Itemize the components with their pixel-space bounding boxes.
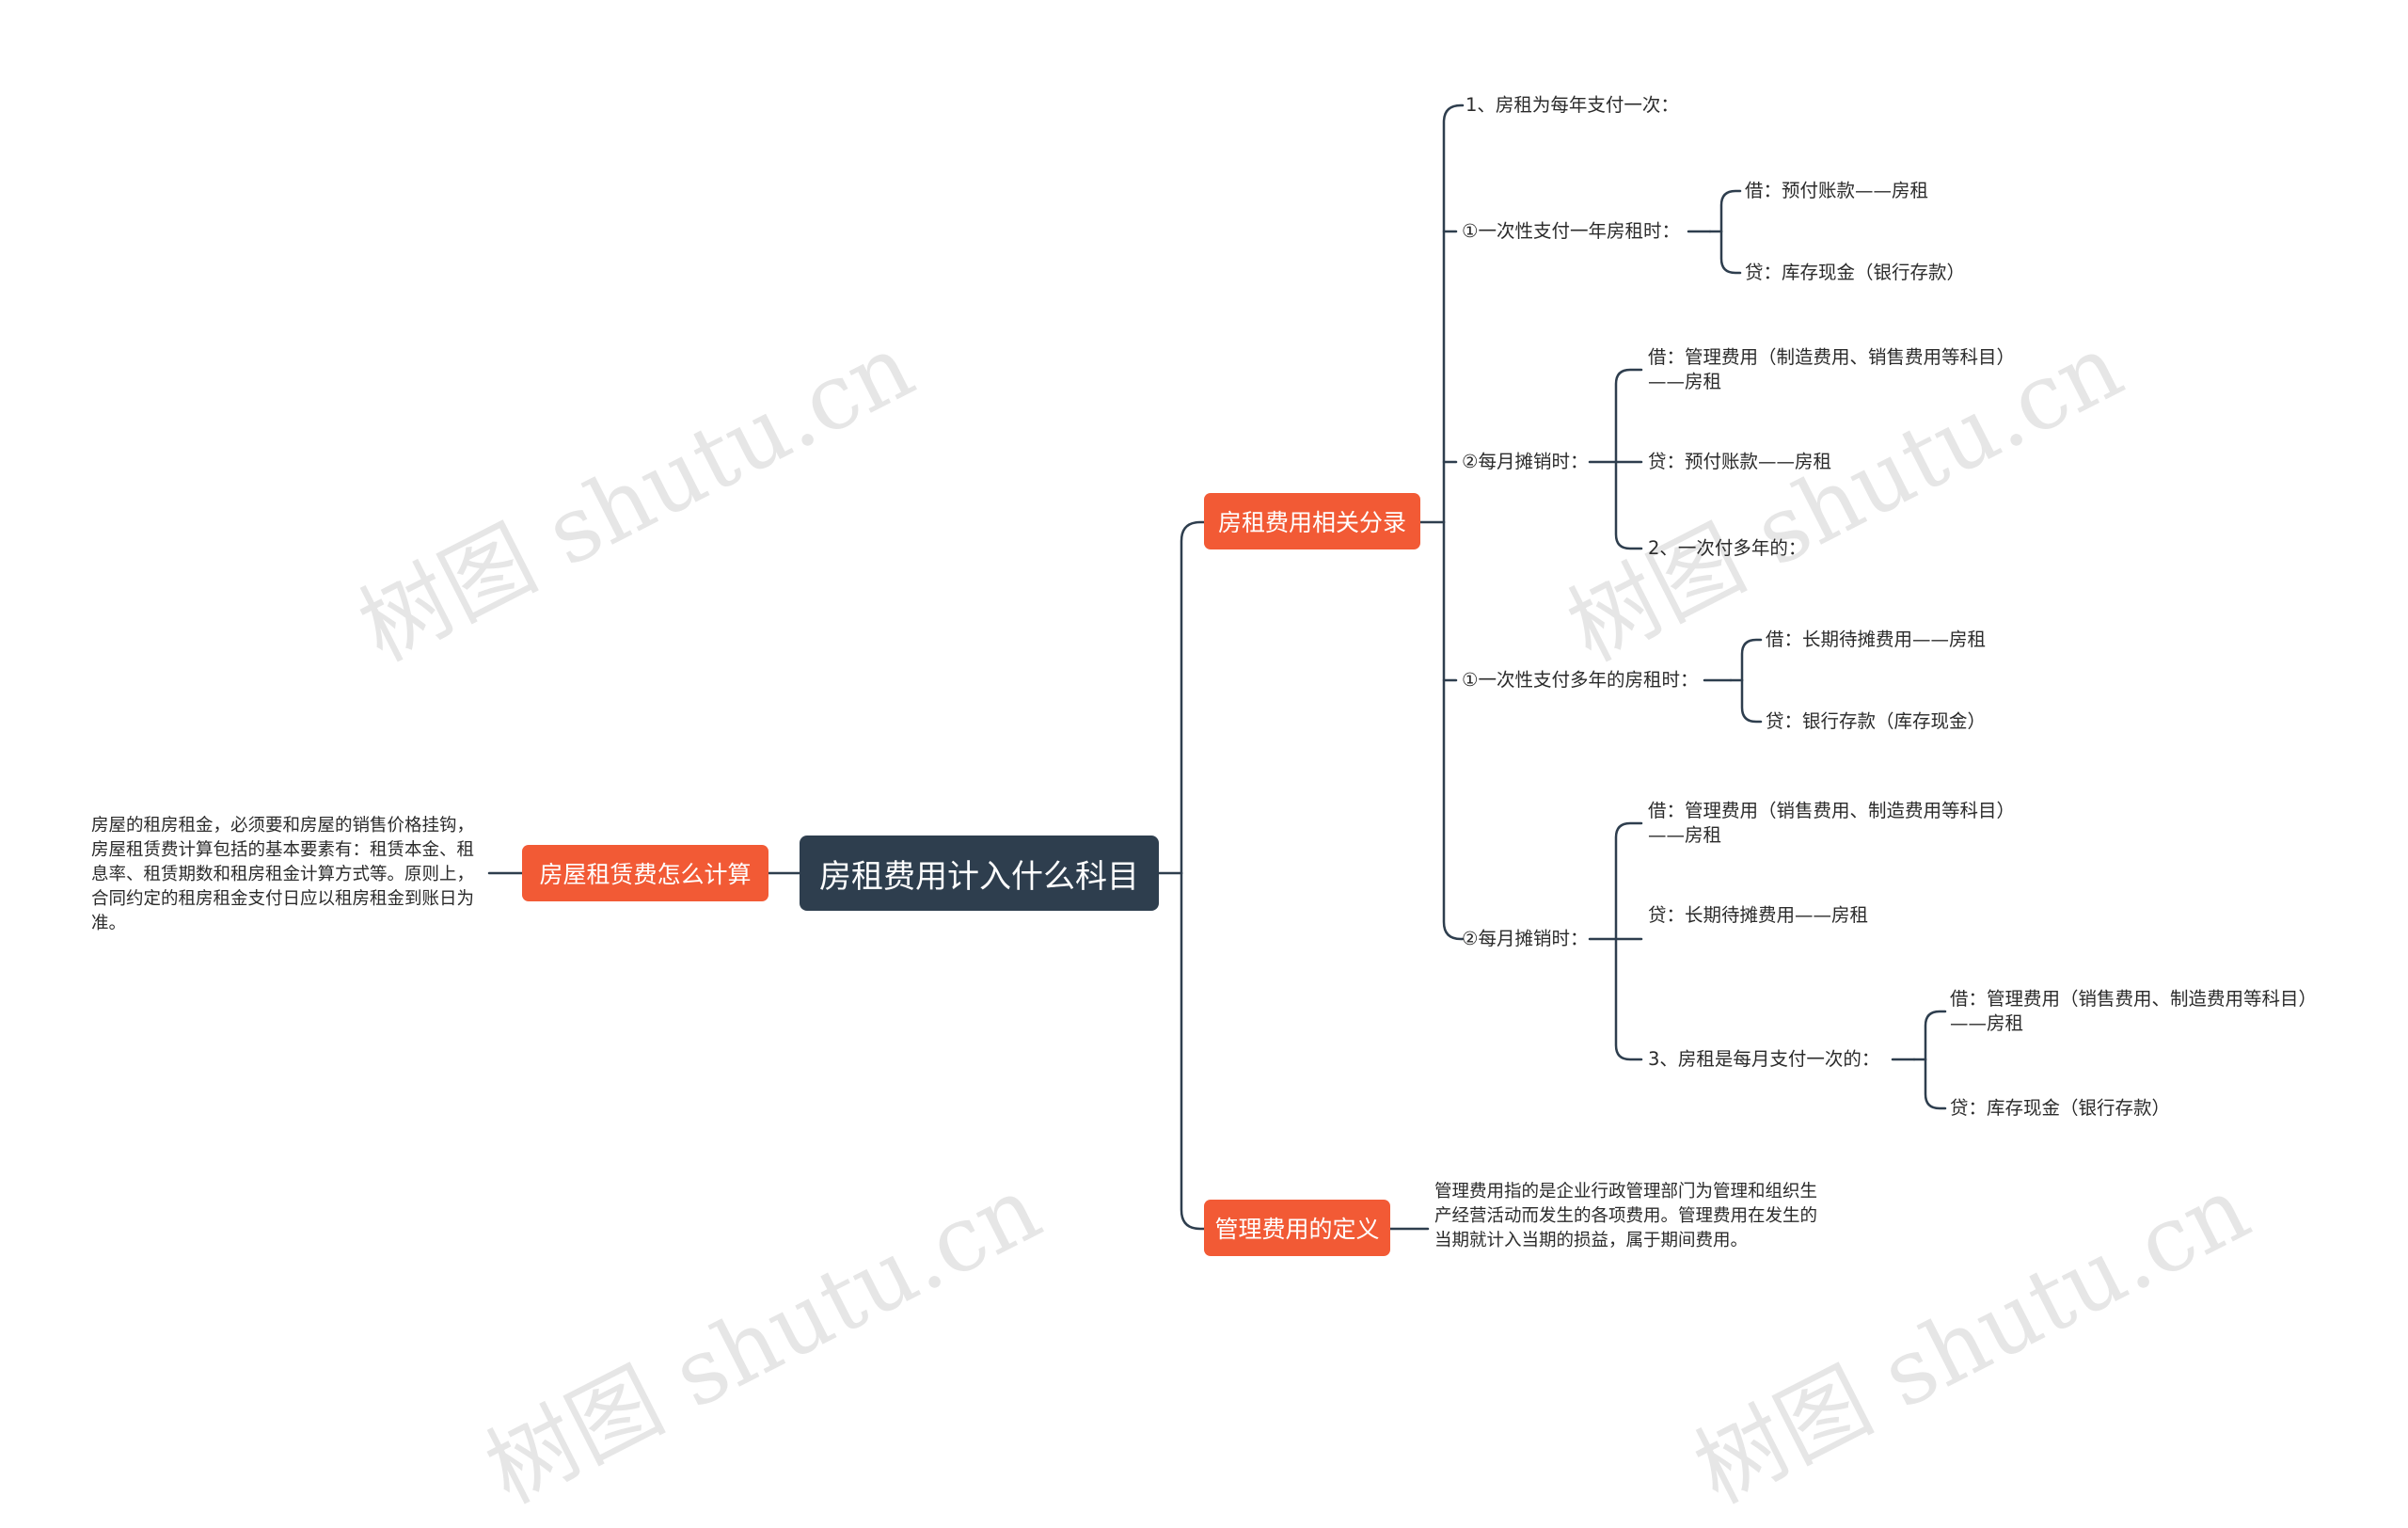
leaf-credit-long-term[interactable]: 贷：长期待摊费用——房租 [1648,904,1869,926]
leaf-debit-management-fee-3[interactable]: 借：管理费用（销售费用、制造费用等科目） ——房租 [1950,987,2317,1036]
leaf-line: 借：管理费用（销售费用、制造费用等科目） [1648,800,2016,821]
central-topic[interactable]: 房租费用计入什么科目 [800,836,1159,911]
note-management-fee-definition: 管理费用指的是企业行政管理部门为管理和组织生产经营活动而发生的各项费用。管理费用… [1434,1182,1818,1250]
topic-rent-calculation[interactable]: 房屋租赁费怎么计算 [522,845,768,901]
leaf-line: ——房租 [1648,824,1722,846]
leaf-monthly-payment[interactable]: 3、房租是每月支付一次的： [1648,1048,1880,1070]
leaf-line: 借：管理费用（销售费用、制造费用等科目） [1950,988,2318,1010]
leaf-debit-management-fee[interactable]: 借：管理费用（制造费用、销售费用等科目） ——房租 [1648,345,2015,394]
leaf-line: 借：管理费用（制造费用、销售费用等科目） [1648,346,2016,368]
leaf-monthly-amortization-2[interactable]: ②每月摊销时： [1462,928,1589,949]
link-topic1-bracket-top [1442,103,1465,524]
link-topic1-bracket-bottom [1442,520,1465,941]
mindmap-connectors [487,103,1947,1231]
leaf-credit-cash-2[interactable]: 贷：库存现金（银行存款） [1950,1097,2171,1119]
leaf-annual-payment[interactable]: 1、房租为每年支付一次： [1465,94,1679,116]
leaf-multi-year[interactable]: 2、一次付多年的： [1648,537,1807,559]
topic-management-fee-definition[interactable]: 管理费用的定义 [1204,1200,1390,1256]
link-spine-topic2 [1180,871,1206,1231]
leaf-credit-bank[interactable]: 贷：银行存款（库存现金） [1766,710,1987,732]
leaf-credit-prepaid[interactable]: 贷：预付账款——房租 [1648,451,1832,472]
note-rent-calculation: 房屋的租房租金，必须要和房屋的销售价格挂钩，房屋租赁费计算包括的基本要素有：租赁… [91,816,475,933]
leaf-credit-cash[interactable]: 贷：库存现金（银行存款） [1745,262,1966,283]
leaf-line: ——房租 [1950,1012,2024,1034]
leaf-debit-long-term[interactable]: 借：长期待摊费用——房租 [1766,629,1987,650]
leaf-multi-year-payment[interactable]: ①一次性支付多年的房租时： [1462,669,1699,691]
topic-rent-entries[interactable]: 房租费用相关分录 [1204,493,1420,549]
leaf-debit-prepaid[interactable]: 借：预付账款——房租 [1745,180,1929,201]
link-spine-topic1 [1180,520,1206,875]
leaf-debit-management-fee-2[interactable]: 借：管理费用（销售费用、制造费用等科目） ——房租 [1648,799,2015,848]
leaf-monthly-amortization[interactable]: ②每月摊销时： [1462,451,1589,472]
leaf-line: ——房租 [1648,371,1722,392]
leaf-one-year-payment[interactable]: ①一次性支付一年房租时： [1462,220,1680,242]
